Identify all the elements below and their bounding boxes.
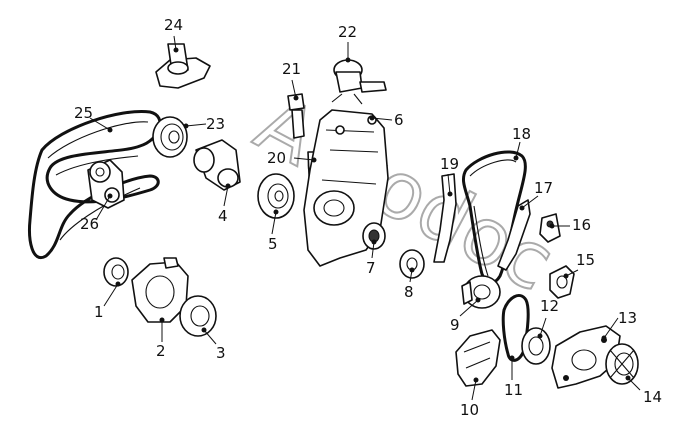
part-16-fitting [539,213,561,243]
part-14-gear [605,343,639,385]
callout-15: 15 [576,251,595,269]
part-7-seal [362,222,386,250]
part-15-tensioner [549,265,575,299]
callout-5: 5 [268,235,278,253]
leader-dot-1 [115,281,121,287]
part-17-chain-tensioner-rail [497,199,531,271]
leader-dot-5 [273,209,279,215]
callout-16: 16 [572,216,591,234]
callout-17: 17 [534,179,553,197]
part-4-thermostat-housing [193,139,241,191]
leader-dot-2 [159,317,165,323]
leader-line-6 [371,117,393,121]
callout-24: 24 [164,16,183,34]
leader-dot-13 [601,335,607,341]
leader-dot-17 [519,205,525,211]
part-5-pulley [257,173,295,219]
leader-dot-11 [509,355,515,361]
leader-line-5 [271,211,277,235]
leader-dot-19 [447,191,453,197]
callout-25: 25 [74,104,93,122]
leader-line-12 [539,317,547,337]
leader-line-9 [459,299,479,317]
callout-6: 6 [394,111,404,129]
callout-19: 19 [440,155,459,173]
callout-11: 11 [504,381,523,399]
callout-2: 2 [156,342,166,360]
leader-dot-22 [345,57,351,63]
callout-10: 10 [460,401,479,419]
part-22-valve [331,59,387,105]
leader-line-10 [471,379,477,401]
leader-dot-7 [371,239,377,245]
leader-line-4 [223,185,229,207]
leader-dot-18 [513,155,519,161]
callout-22: 22 [338,23,357,41]
leader-line-26 [95,195,111,221]
leader-dot-6 [369,115,375,121]
part-18-timing-chain [462,150,527,284]
leader-dot-3 [201,327,207,333]
leader-dot-25 [107,127,113,133]
leader-dot-16 [549,223,555,229]
leader-line-1 [103,283,119,307]
callout-8: 8 [404,283,414,301]
leader-line-25 [89,117,111,131]
leader-line-14 [627,377,641,391]
callout-12: 12 [540,297,559,315]
leader-dot-9 [475,297,481,303]
leader-line-7 [371,241,375,259]
leader-dot-21 [293,95,299,101]
part-10-lower-cover [455,329,501,387]
callout-21: 21 [282,60,301,78]
leader-dot-15 [563,273,569,279]
callout-14: 14 [643,388,662,406]
leader-line-19 [447,173,451,195]
leader-line-18 [515,141,521,159]
part-2-housing [131,257,189,323]
leader-dot-14 [625,375,631,381]
part-23-idler-pulley [152,116,188,158]
part-9-crank-sprocket [461,275,501,309]
leader-dot-26 [107,193,113,199]
leader-line-23 [185,123,207,127]
leader-dot-12 [537,333,543,339]
callout-26: 26 [80,215,99,233]
callout-7: 7 [366,259,376,277]
callout-9: 9 [450,316,460,334]
part-3-pulley [179,295,217,337]
leader-line-3 [203,329,217,345]
part-12-pulley [521,327,551,365]
part-24-engine-mount [155,43,211,89]
callout-13: 13 [618,309,637,327]
part-21-sensor [287,93,305,139]
callout-18: 18 [512,125,531,143]
leader-line-20 [293,157,315,161]
callout-23: 23 [206,115,225,133]
leader-dot-24 [173,47,179,53]
part-1-idler [103,257,129,287]
leader-dot-4 [225,183,231,189]
leader-dot-8 [409,267,415,273]
leader-dot-20 [311,157,317,163]
part-26-belt-tensioner [87,159,125,209]
callout-1: 1 [94,303,104,321]
leader-line-13 [603,317,619,339]
leader-line-21 [291,79,297,99]
callout-4: 4 [218,207,228,225]
callout-20: 20 [267,149,286,167]
leader-line-17 [521,195,539,209]
part-8-sprocket [399,249,425,279]
leader-dot-10 [473,377,479,383]
leader-dot-23 [183,123,189,129]
callout-3: 3 [216,344,226,362]
